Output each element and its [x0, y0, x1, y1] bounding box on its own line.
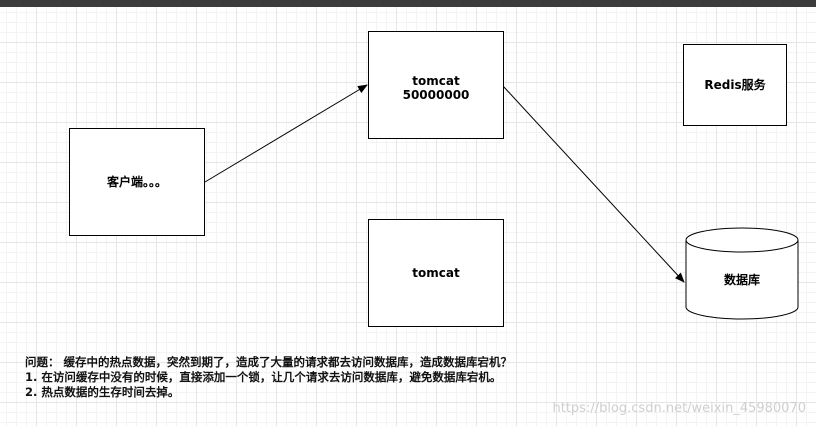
tomcat-top-label: tomcat 50000000: [402, 74, 470, 102]
caption-line-2: 1. 在访问缓存中没有的时候，直接添加一个锁，让几个请求去访问数据库，避免数据库…: [25, 370, 502, 384]
client-box: 客户端。。。: [69, 128, 205, 236]
database-cylinder: [685, 227, 799, 320]
watermark: https://blog.csdn.net/weixin_45980070: [552, 401, 806, 416]
redis-label: Redis服务: [704, 78, 766, 92]
caption-line-1: 问题： 缓存中的热点数据，突然到期了，造成了大量的请求都去访问数据库，造成数据库…: [25, 355, 512, 369]
tomcat-bottom-label: tomcat: [412, 266, 460, 280]
arrow-tomcat-to-database: [502, 85, 685, 283]
redis-box: Redis服务: [683, 44, 787, 126]
tomcat-top-box: tomcat 50000000: [368, 31, 504, 139]
tomcat-bottom-box: tomcat: [368, 219, 504, 327]
top-bar: [0, 0, 816, 7]
caption-line-3: 2. 热点数据的生存时间去掉。: [25, 385, 180, 399]
caption: 问题： 缓存中的热点数据，突然到期了，造成了大量的请求都去访问数据库，造成数据库…: [25, 355, 585, 400]
arrow-client-to-tomcat: [204, 84, 368, 183]
database-label: 数据库: [723, 272, 760, 287]
client-label: 客户端。。。: [106, 175, 167, 189]
